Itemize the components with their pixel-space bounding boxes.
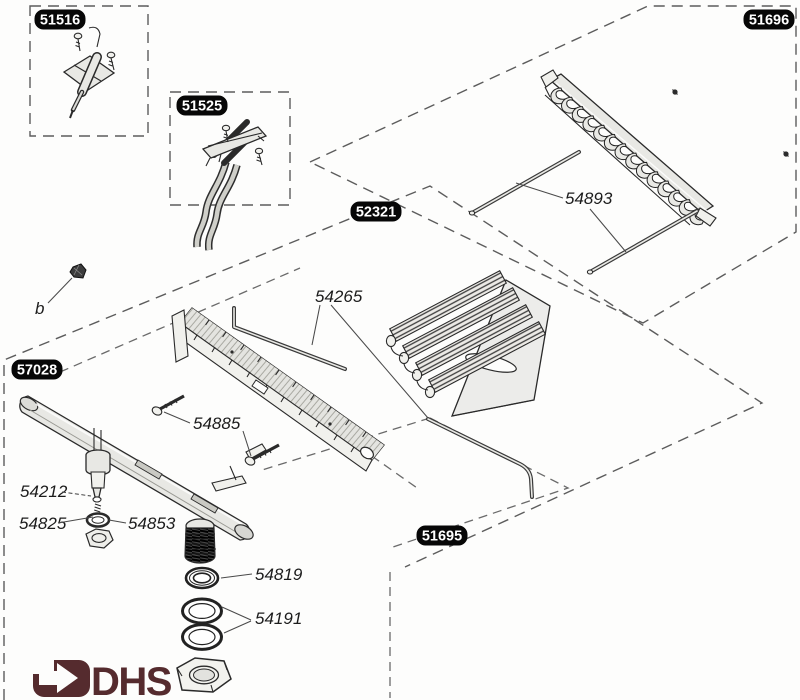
screw-icon	[221, 124, 231, 143]
part-number-labels: 54893 54265 54885 54212 54825 54853 5481…	[19, 189, 613, 628]
kit-label-51525-text: 51525	[182, 99, 222, 115]
rods-54265	[232, 304, 534, 499]
part-label-54212[interactable]: 54212	[20, 482, 68, 501]
carryover-rods-54893	[468, 150, 699, 275]
kit-label-51695[interactable]: 51695	[416, 525, 468, 546]
kit-label-52321[interactable]: 52321	[350, 201, 402, 222]
kit-label-51696-text: 51696	[749, 13, 789, 29]
screw-icon	[73, 32, 83, 52]
orifice-54212	[92, 496, 102, 503]
kit-label-57028-text: 57028	[17, 363, 57, 379]
screw-icon	[106, 51, 116, 71]
kit-label-51525[interactable]: 51525	[176, 95, 228, 116]
threaded-fitting	[184, 518, 216, 564]
part-label-54191[interactable]: 54191	[255, 609, 302, 628]
kit-label-51696[interactable]: 51696	[743, 9, 795, 30]
seal-rings-group	[176, 566, 253, 693]
pilot-nut	[85, 528, 114, 549]
screw-icon	[254, 147, 264, 166]
manifold-assembly-57028	[19, 395, 267, 564]
burner-rail-51696	[540, 69, 789, 227]
oring-54191-b	[181, 623, 223, 651]
part-label-b[interactable]: b	[35, 299, 44, 318]
oring-54819	[184, 566, 220, 590]
part-label-54893[interactable]: 54893	[565, 189, 613, 208]
part-label-54265[interactable]: 54265	[315, 287, 363, 306]
hex-nut	[176, 657, 232, 693]
dashed-planes	[3, 5, 797, 700]
rail-screw-icon	[783, 151, 789, 157]
kit-52321-plane	[3, 185, 764, 700]
dhs-logo-text: DHS	[91, 660, 172, 700]
rail-screw-icon	[672, 89, 678, 95]
kit-51695-plane	[261, 417, 570, 549]
kit-label-51695-text: 51695	[422, 529, 462, 545]
kit-label-52321-text: 52321	[356, 205, 396, 221]
burner-stack	[385, 270, 551, 417]
part-b	[47, 263, 87, 304]
dhs-logo: DHS	[33, 660, 173, 700]
kit-label-51516-text: 51516	[40, 13, 80, 29]
part-label-54885[interactable]: 54885	[193, 414, 241, 433]
flame-spreader-plate	[171, 307, 385, 472]
kit-51525-frame	[169, 91, 291, 206]
igniter-assembly-51516	[62, 26, 116, 119]
part-label-54819[interactable]: 54819	[255, 565, 303, 584]
kit-label-57028[interactable]: 57028	[11, 359, 63, 380]
kit-labels: 51516 51525 51696 52321 57028 51695	[11, 9, 795, 546]
kit-57028-plane-edge	[59, 267, 301, 373]
kit-51696-plane	[308, 5, 797, 324]
kit-51516-frame	[29, 5, 149, 137]
flame-sensor-assembly-51525	[193, 119, 268, 251]
screws-54885	[151, 394, 280, 466]
screw-54825	[94, 503, 102, 517]
oring-54853	[85, 512, 111, 528]
kit-label-51516[interactable]: 51516	[34, 9, 86, 30]
oring-54191-a	[181, 597, 223, 625]
part-label-54853[interactable]: 54853	[128, 514, 176, 533]
part-label-54825[interactable]: 54825	[19, 514, 67, 533]
